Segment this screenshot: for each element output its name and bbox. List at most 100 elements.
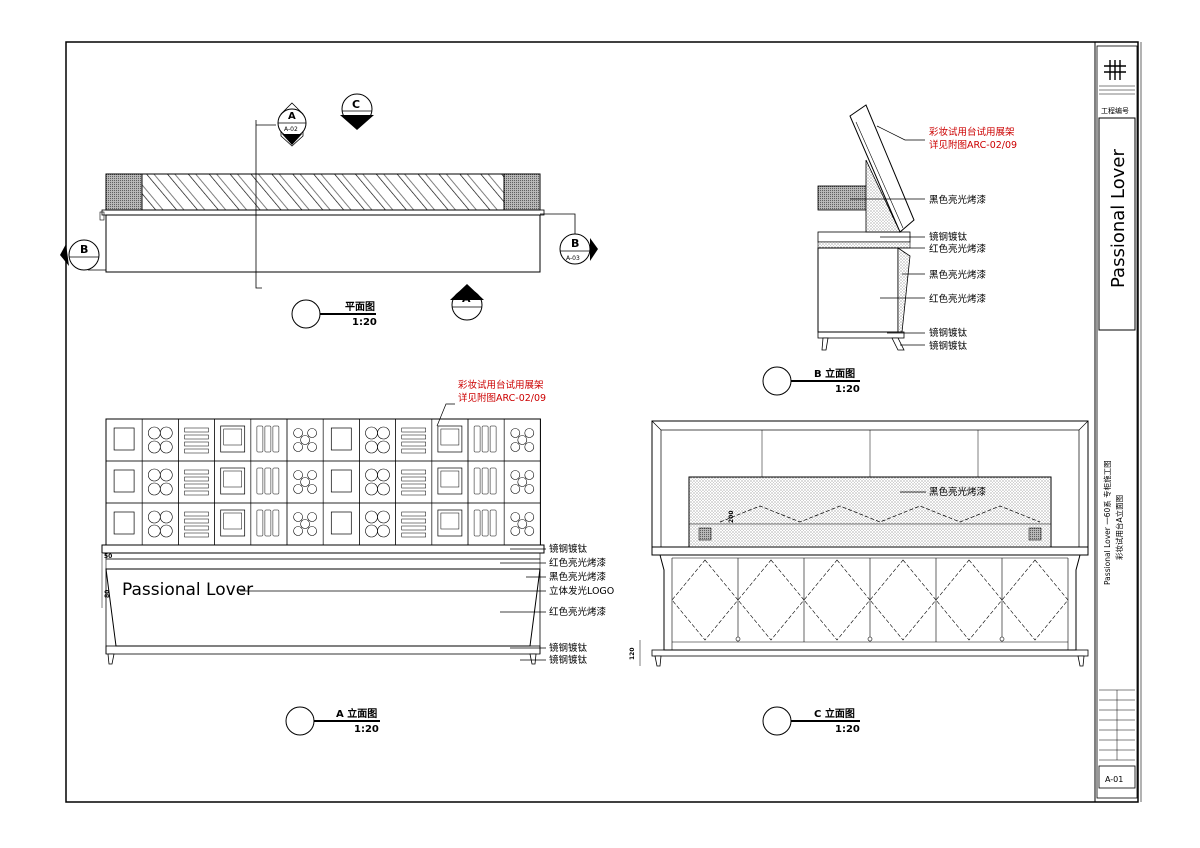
- display-grid: [105, 418, 541, 546]
- elev-b-label-4: 黑色亮光烤漆: [929, 269, 987, 281]
- grid-cell: [431, 502, 469, 546]
- display-rack-profile: [849, 104, 915, 233]
- grid-cell: [322, 460, 360, 504]
- product-box: [113, 511, 135, 535]
- svg-text:A 立面图: A 立面图: [336, 707, 377, 720]
- grid-cell: [214, 502, 252, 546]
- grid-cell: [286, 418, 324, 462]
- product-palette-inner: [440, 428, 460, 446]
- grid-cell: [178, 460, 215, 504]
- product-pot: [517, 519, 528, 529]
- elev-a-label-1: 镜钢镀钛: [549, 543, 588, 555]
- product-compact: [365, 482, 378, 496]
- product-stick: [481, 509, 489, 537]
- titleblock-drawing-title-1: Passional Lover 一60系 专柜施工图: [1102, 460, 1112, 585]
- elev-b-label-3: 红色亮光烤漆: [929, 243, 987, 255]
- grid-cell: [503, 418, 541, 462]
- product-palette-inner: [223, 470, 242, 488]
- c-black-panel: [688, 476, 1052, 548]
- product-pot: [300, 477, 310, 487]
- product-stick: [489, 425, 497, 453]
- grid-cell: [105, 418, 143, 462]
- svg-text:A: A: [462, 292, 471, 305]
- grid-cell: [359, 502, 396, 546]
- elevation-c: 200 120 黑色亮光烤漆 C 立面图 1:20: [629, 420, 1089, 736]
- svg-text:C: C: [352, 98, 360, 111]
- grid-cell: [503, 460, 541, 504]
- product-pot: [510, 470, 521, 480]
- product-stick: [272, 467, 280, 495]
- elev-a-label-4: 立体发光LOGO: [549, 585, 614, 597]
- elev-b-label-1: 黑色亮光烤漆: [929, 194, 987, 206]
- section-marker-c-top: C: [340, 93, 374, 130]
- product-pot: [524, 526, 535, 536]
- product-stick: [256, 425, 264, 453]
- grid-cell: [105, 502, 143, 546]
- product-pot: [307, 442, 317, 452]
- elev-a-note-red-2: 详见附图ARC-02/09: [458, 392, 546, 404]
- grid-cell: [395, 502, 433, 546]
- svg-text:C 立面图: C 立面图: [814, 707, 855, 720]
- product-pot: [300, 519, 310, 529]
- product-palette: [437, 425, 463, 453]
- titleblock-sheet-no: A-01: [1105, 775, 1123, 784]
- product-tray: [184, 469, 209, 475]
- grid-cell: [467, 418, 505, 462]
- plan-title: 平面图 1:20: [291, 299, 377, 329]
- elev-a-label-3: 黑色亮光烤漆: [549, 571, 607, 583]
- product-stick: [256, 467, 264, 495]
- product-pot: [524, 470, 535, 480]
- grid-cell: [250, 418, 288, 462]
- grid-cell: [250, 460, 288, 504]
- product-pot: [510, 526, 521, 536]
- grid-cell: [105, 460, 143, 504]
- product-tray: [401, 532, 426, 538]
- product-compact: [148, 482, 161, 496]
- product-compact: [365, 468, 378, 482]
- svg-text:B 立面图: B 立面图: [814, 367, 855, 380]
- titleblock-drawing-title-2: 彩妆试用台A立面图: [1114, 495, 1124, 560]
- svg-text:A-02: A-02: [284, 126, 298, 133]
- product-compact: [377, 426, 390, 440]
- product-pot: [510, 484, 521, 494]
- svg-text:B: B: [80, 243, 88, 256]
- product-tray: [401, 483, 426, 489]
- grid-cell: [141, 418, 179, 462]
- svg-text:120: 120: [629, 647, 636, 660]
- elev-a-note-red-1: 彩妆试用台试用展架: [458, 379, 544, 391]
- grid-cell: [467, 502, 505, 546]
- product-palette: [220, 425, 246, 453]
- elev-a-logo: Passional Lover: [122, 580, 253, 600]
- product-palette-inner: [223, 512, 242, 530]
- product-compact: [160, 426, 173, 440]
- elev-a-dims: 50 80: [101, 553, 112, 608]
- product-tray: [401, 427, 426, 433]
- product-box: [330, 511, 352, 535]
- product-palette-inner: [223, 428, 242, 446]
- product-palette: [437, 509, 463, 537]
- product-compact: [148, 426, 161, 440]
- titleblock-field-label: 工程编号: [1101, 106, 1129, 115]
- grid-cell: [322, 418, 360, 462]
- product-pot: [517, 435, 528, 445]
- product-pot: [293, 526, 303, 536]
- product-compact: [148, 440, 161, 454]
- product-box: [113, 469, 135, 493]
- product-pot: [510, 442, 521, 452]
- plan-end-block-right: [503, 173, 541, 211]
- product-pot: [524, 512, 535, 522]
- product-pot: [510, 512, 521, 522]
- product-box: [330, 427, 352, 451]
- product-tray: [401, 490, 426, 496]
- product-pot: [307, 526, 317, 536]
- elev-b-note-red-1: 彩妆试用台试用展架: [929, 126, 1015, 138]
- grid-cell: [178, 418, 215, 462]
- elev-b-label-7: 镜钢镀钛: [929, 340, 968, 352]
- grid-cell: [141, 502, 179, 546]
- product-compact: [365, 440, 378, 454]
- product-tray: [401, 448, 426, 454]
- grid-cell: [214, 460, 252, 504]
- product-stick: [264, 425, 272, 453]
- product-compact: [160, 468, 173, 482]
